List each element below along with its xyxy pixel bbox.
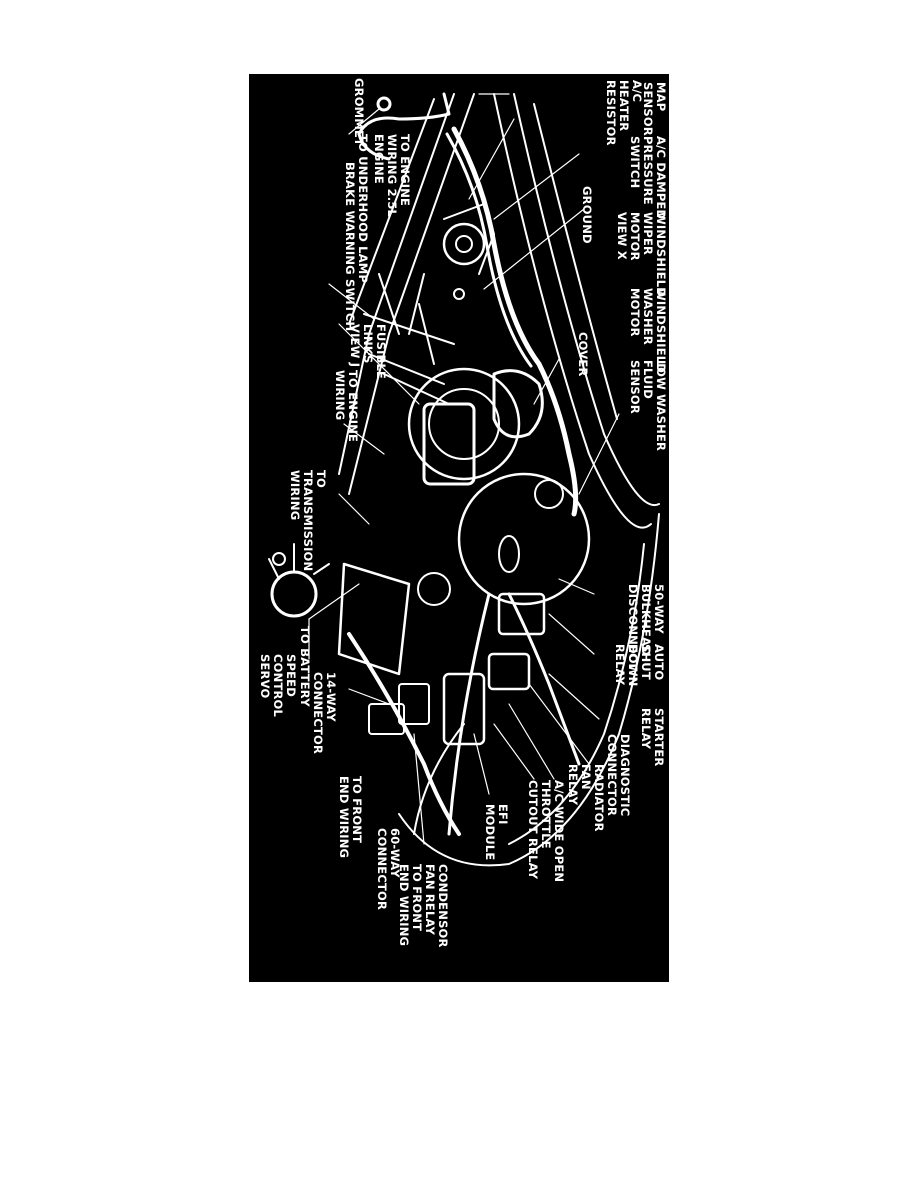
label-diagnostic-connector: DIAGNOSTIC CONNECTOR bbox=[605, 734, 632, 821]
label-to-engine-wiring-25l: TO ENGINE WIRING 2.5L ENGINE bbox=[372, 134, 412, 221]
label-to-transmission-wiring: TO TRANSMISSION WIRING bbox=[288, 470, 328, 576]
label-grommet: GROMMET bbox=[352, 78, 366, 146]
fender-line bbox=[513, 93, 660, 507]
diagram-labels: MAP SENSOR A/C HEATER RESISTOR GROMMET A… bbox=[258, 78, 668, 952]
label-to-battery: TO BATTERY bbox=[298, 626, 312, 707]
label-speed-control-servo: SPEED CONTROL SERVO bbox=[258, 654, 298, 721]
front-harness bbox=[347, 632, 461, 836]
fender-line bbox=[493, 93, 652, 529]
fender-line bbox=[533, 103, 618, 420]
label-brake-warning-switch: BRAKE WARNING SWITCH bbox=[343, 162, 357, 331]
fan-hub bbox=[498, 535, 520, 573]
master-cylinder bbox=[422, 402, 476, 486]
cowl-line bbox=[348, 98, 435, 325]
washer-motor bbox=[492, 369, 544, 439]
wiper-bracket bbox=[443, 203, 495, 275]
engine-compartment-wiring-diagram: MAP SENSOR A/C HEATER RESISTOR GROMMET A… bbox=[258, 78, 668, 952]
front-harness bbox=[447, 592, 491, 836]
label-cover: COVER bbox=[576, 332, 590, 377]
relay-block bbox=[487, 652, 531, 691]
connector-block bbox=[368, 703, 405, 735]
label-condensor-fan-relay: CONDENSOR FAN RELAY TO FRONT END WIRING bbox=[397, 864, 450, 952]
label-fusible-links: FUSIBLE LINKS VIEW J bbox=[348, 324, 388, 383]
wiring-diagram-panel: MAP SENSOR A/C HEATER RESISTOR GROMMET A… bbox=[249, 74, 669, 982]
cowl-line bbox=[348, 93, 475, 495]
front-end-outline bbox=[398, 513, 660, 867]
label-ac-damped-pressure-switch: A/C DAMPED PRESSURE SWITCH bbox=[628, 136, 668, 223]
front-harness bbox=[507, 592, 581, 766]
radiator-fan-shroud bbox=[457, 472, 591, 606]
relay-block bbox=[497, 592, 546, 636]
label-bulkhead-disconnect: 50-WAY BULKHEAD DISCONNECT bbox=[626, 584, 666, 670]
label-ac-heater-resistor: A/C HEATER RESISTOR bbox=[604, 80, 644, 146]
efi-module-box bbox=[442, 672, 486, 746]
main-wiring-harness bbox=[451, 126, 579, 517]
label-14way-connector: 14-WAY CONNECTOR bbox=[311, 672, 338, 754]
label-low-washer-fluid-sensor: LOW WASHER FLUID SENSOR bbox=[628, 360, 668, 455]
label-starter-relay: STARTER RELAY bbox=[639, 708, 666, 771]
label-auto-shut-down-relay: AUTO SHUT DOWN RELAY bbox=[613, 644, 666, 691]
battery-terminal bbox=[417, 572, 451, 606]
servo-bracket bbox=[268, 543, 330, 580]
servo-stem bbox=[272, 552, 286, 566]
wiper-motor bbox=[442, 222, 486, 266]
ground-bolt bbox=[453, 288, 465, 300]
main-wiring-harness bbox=[445, 132, 533, 368]
label-60way-connector: 60-WAY CONNECTOR bbox=[375, 828, 402, 910]
label-windshield-wiper-motor: WINDSHIELD WIPER MOTOR VIEW X bbox=[615, 212, 668, 301]
label-to-underhood-lamp: TO UNDERHOOD LAMP bbox=[356, 134, 370, 283]
label-efi-module: EFI MODULE bbox=[483, 804, 510, 861]
wiper-motor-hub bbox=[455, 235, 473, 253]
battery-tray bbox=[337, 562, 411, 676]
label-map-sensor: MAP SENSOR bbox=[641, 82, 668, 136]
label-to-front-end-wiring: TO FRONT END WIRING bbox=[337, 776, 364, 858]
label-ground: GROUND bbox=[580, 186, 594, 244]
label-ac-wot-cutout-relay: A/C WIDE OPEN THROTTLE CUTOUT RELAY bbox=[526, 780, 566, 886]
engine-compartment-artwork bbox=[268, 92, 660, 867]
leader-lines bbox=[308, 93, 620, 845]
brake-area-lines bbox=[363, 273, 455, 385]
grommet bbox=[376, 96, 392, 112]
brake-booster-inner bbox=[428, 388, 500, 460]
harness-branch bbox=[357, 92, 451, 161]
front-end-outline bbox=[508, 543, 645, 845]
label-radiator-fan-relay: RADIATOR FAN RELAY bbox=[566, 764, 606, 836]
brake-booster bbox=[407, 367, 521, 481]
label-windshield-washer-motor: WINDSHIELD WASHER MOTOR bbox=[628, 288, 668, 377]
label-to-engine-wiring: TO ENGINE WIRING bbox=[333, 370, 360, 446]
front-end-outline bbox=[413, 723, 465, 835]
